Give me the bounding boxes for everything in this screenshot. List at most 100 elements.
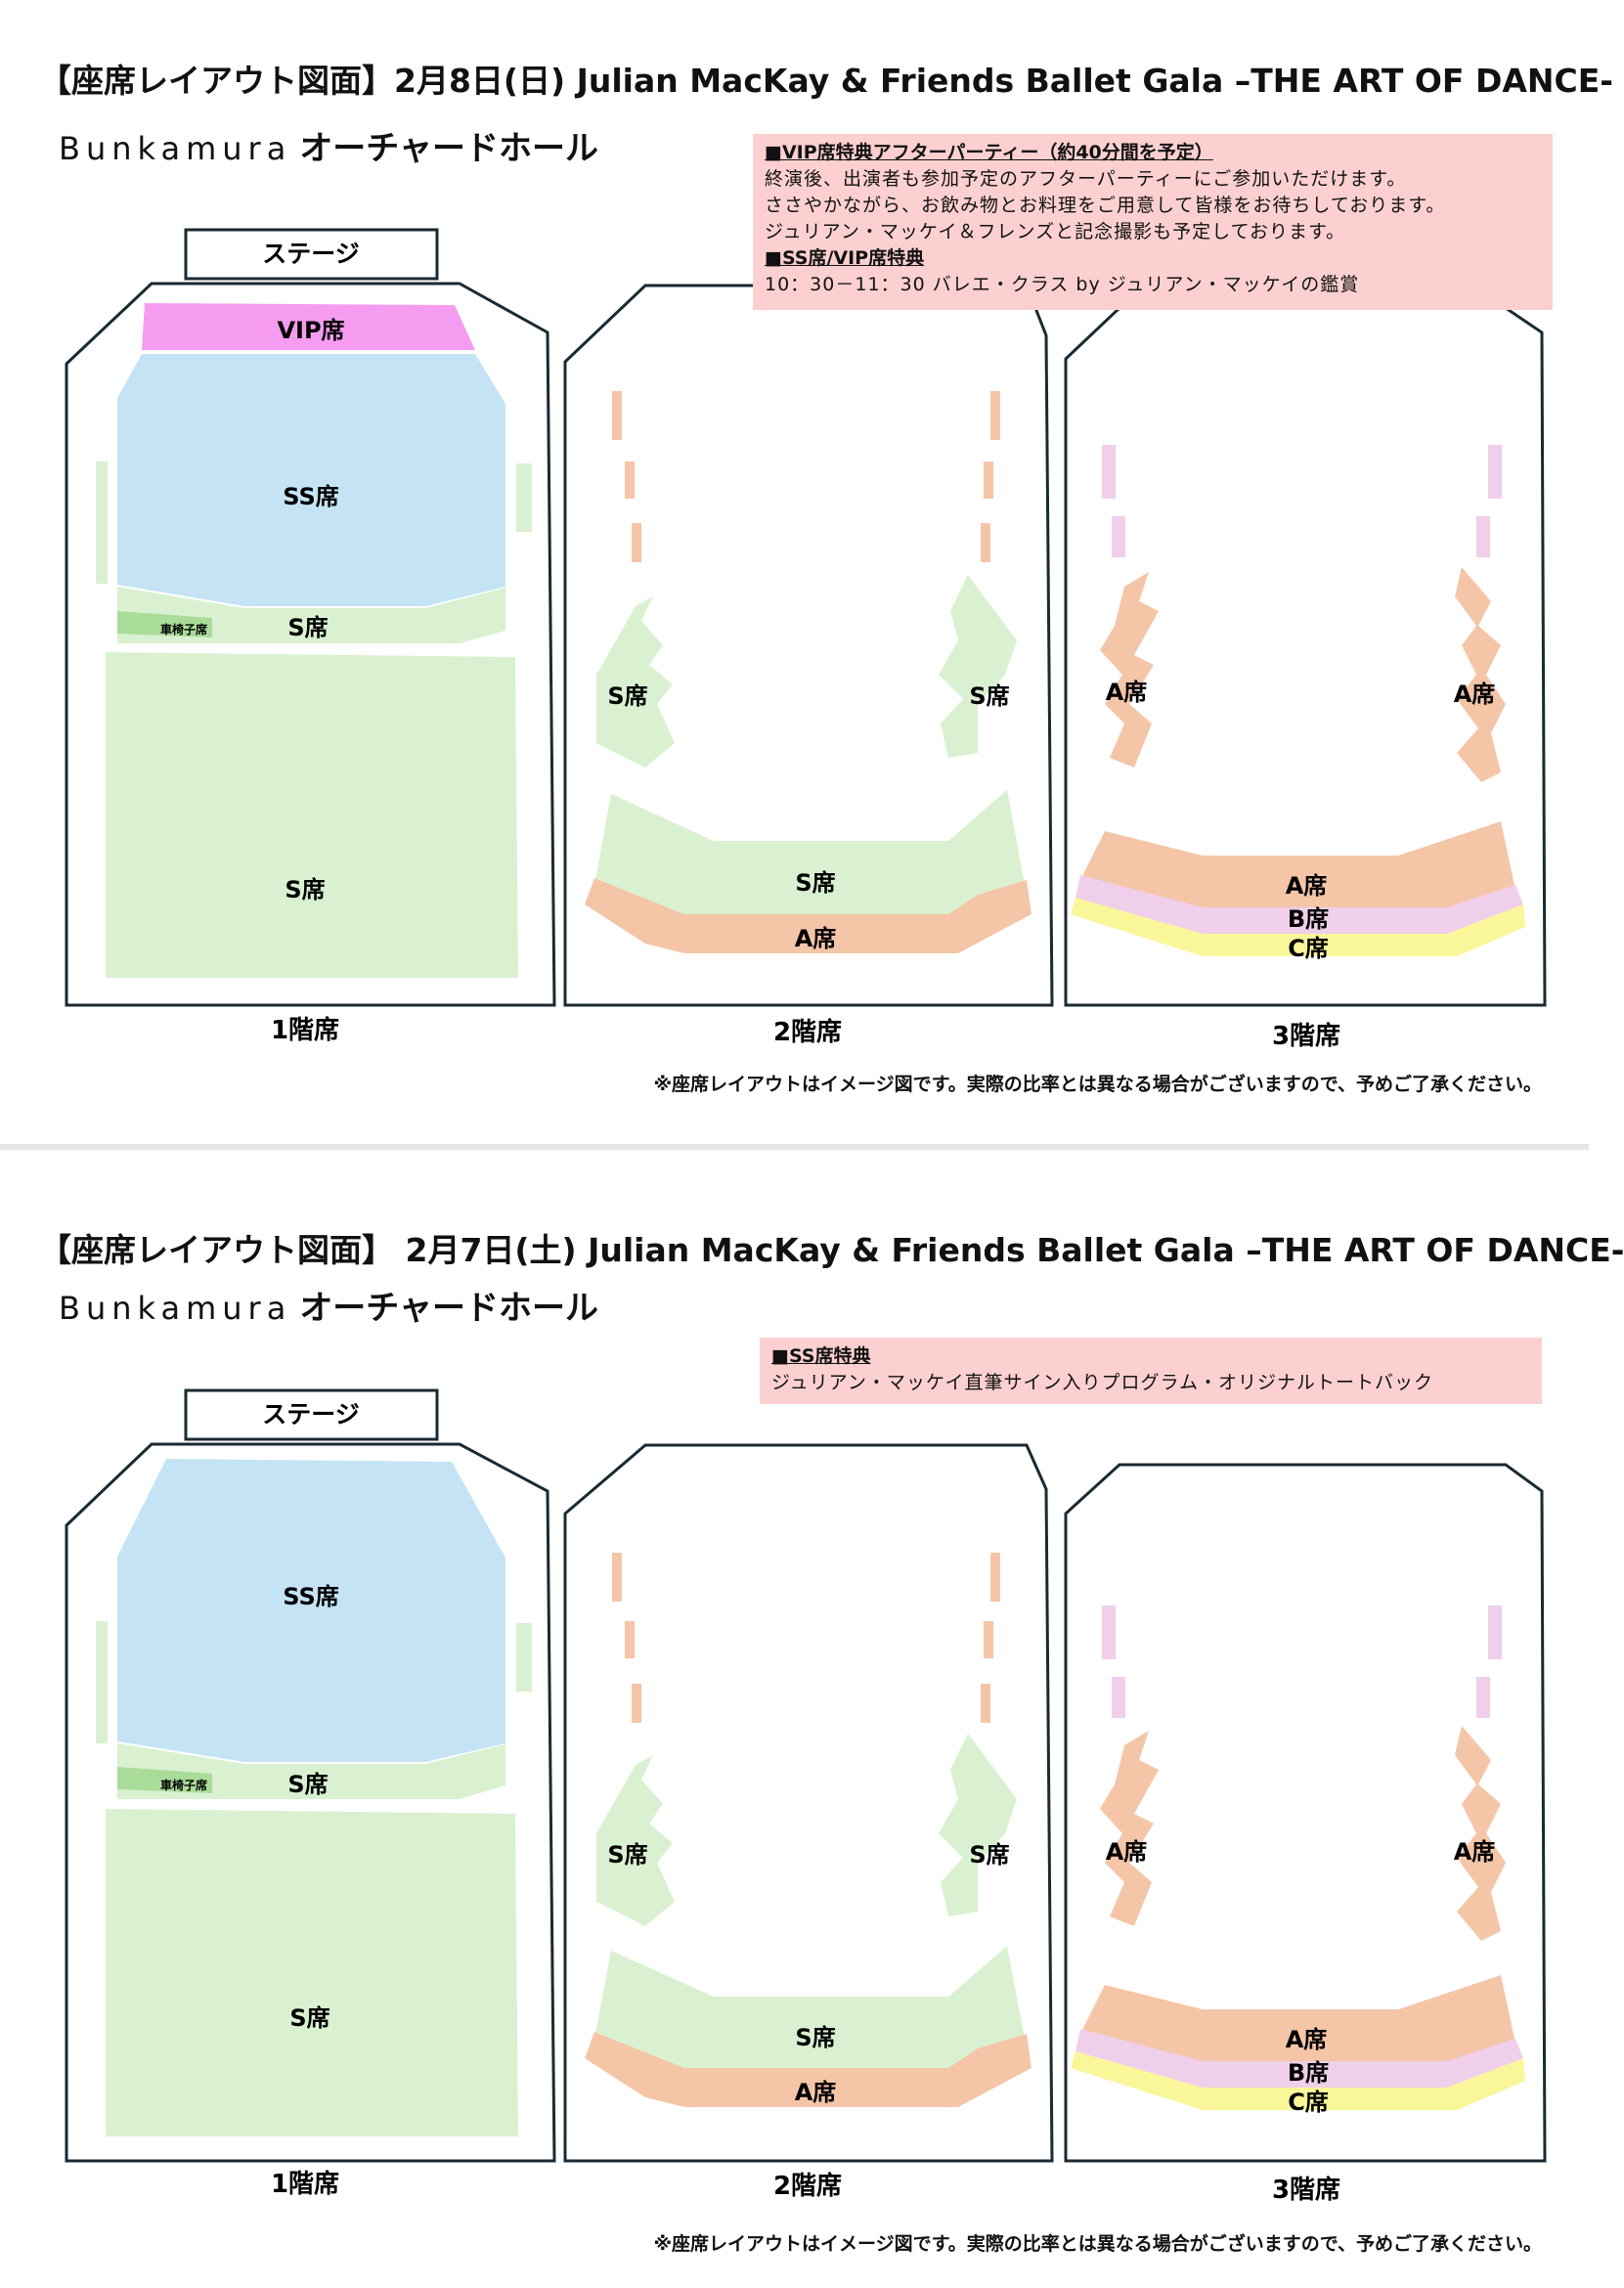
s-back-label: S席	[285, 876, 325, 903]
seating-panel-feb8: ステージ VIP席 SS席 S席 車椅子席 S席 1階席 S席 S席 S席 A席…	[0, 0, 1613, 1134]
s-right-label: S席	[969, 682, 1009, 710]
a-strip-right-2	[984, 1621, 993, 1658]
s-front-section	[117, 1743, 505, 1799]
s-side-left	[96, 1621, 108, 1743]
floor3-label: 3階席	[1272, 2175, 1340, 2205]
floor2-outline	[563, 1443, 1054, 2163]
a-strip-right-1	[990, 391, 1000, 440]
wheelchair-section	[117, 1767, 212, 1793]
a-center-section-3	[1080, 1975, 1515, 2063]
a-center-section	[585, 878, 1031, 953]
a-right-label: A席	[1454, 1838, 1496, 1866]
a-center-label: A席	[795, 2079, 837, 2106]
ss-section	[117, 354, 505, 606]
s-back-section	[106, 1809, 518, 2136]
a-center-label-3: A席	[1286, 2026, 1328, 2053]
s-left-wing	[596, 596, 675, 768]
b-strip-right-2	[1476, 1677, 1490, 1718]
a-strip-left-2	[625, 462, 635, 499]
c-center-section	[1071, 2051, 1525, 2110]
a-strip-left-3	[632, 523, 641, 562]
a-strip-right-1	[990, 1553, 1000, 1602]
s-left-label: S席	[607, 682, 647, 710]
info-line: ■SS席/VIP席特典	[765, 247, 925, 269]
s-side-right	[516, 463, 532, 532]
s-center-label: S席	[795, 869, 835, 897]
c-center-label: C席	[1288, 2089, 1329, 2116]
s-left-wing	[596, 1755, 675, 1926]
s-front-label: S席	[287, 614, 328, 641]
s-back-label: S席	[289, 2004, 329, 2032]
stage-label: ステージ	[262, 240, 360, 268]
a-strip-left-2	[625, 1621, 635, 1658]
seating-panel-feb7: ステージ SS席 S席 車椅子席 S席 1階席 S席 S席 S席 A席 2階席	[0, 1154, 1624, 2288]
a-strip-left-3	[632, 1684, 641, 1723]
venue-name-en: Bunkamura	[59, 1290, 292, 1327]
s-left-label: S席	[607, 1841, 647, 1869]
s-right-label: S席	[969, 1841, 1009, 1869]
b-center-label: B席	[1288, 905, 1329, 933]
panel-divider	[0, 1144, 1589, 1150]
b-strip-left-1	[1102, 1606, 1116, 1659]
a-left-label: A席	[1106, 1838, 1148, 1866]
a-left-label: A席	[1106, 679, 1148, 706]
venue-name-ja: オーチャードホール	[299, 1289, 598, 1328]
a-strip-left-1	[612, 391, 622, 440]
stage-label: ステージ	[262, 1400, 360, 1429]
disclaimer-note: ※座席レイアウトはイメージ図です。実際の比率とは異なる場合がございますので、予め…	[653, 1074, 1542, 1095]
vip-section	[142, 303, 475, 350]
a-center-section	[585, 2032, 1031, 2107]
a-strip-right-2	[984, 462, 993, 499]
s-front-section	[117, 587, 505, 643]
b-strip-right-2	[1476, 516, 1490, 557]
stage-box	[184, 228, 439, 281]
info-line: 10：30－11：30 バレエ・クラス by ジュリアン・マッケイの鑑賞	[765, 274, 1360, 295]
a-center-label: A席	[795, 925, 837, 952]
disclaimer-note: ※座席レイアウトはイメージ図です。実際の比率とは異なる場合がございますので、予め…	[653, 2233, 1542, 2255]
s-side-right	[516, 1623, 532, 1692]
ss-label: SS席	[283, 1583, 339, 1610]
ss-section	[117, 1459, 505, 1762]
floor3-label: 3階席	[1272, 1021, 1340, 1051]
info-line: ジュリアン・マッケイ＆フレンズと記念撮影も予定しております。	[765, 221, 1346, 242]
floor2-outline	[563, 284, 1054, 1007]
venue-name-en: Bunkamura	[59, 130, 292, 167]
a-right-wing	[1455, 1726, 1506, 1941]
s-back-section	[106, 652, 518, 978]
b-strip-left-2	[1112, 516, 1125, 557]
s-center-section	[594, 790, 1025, 919]
floor3-outline	[1064, 1463, 1547, 2163]
a-center-section-3	[1080, 821, 1515, 909]
wheelchair-section	[117, 611, 212, 638]
s-front-label: S席	[287, 1771, 328, 1798]
a-center-label-3: A席	[1286, 872, 1328, 900]
b-center-section	[1075, 2029, 1523, 2088]
info-line: 終演後、出演者も参加予定のアフターパーティーにご参加いただけます。	[765, 168, 1407, 190]
a-strip-right-3	[981, 1684, 990, 1723]
page-title: 【座席レイアウト図面】 2月7日(土) Julian MacKay & Frie…	[39, 1231, 1624, 1269]
floor2-label: 2階席	[773, 2171, 842, 2201]
b-strip-left-1	[1102, 445, 1116, 499]
a-strip-left-1	[612, 1553, 622, 1602]
vip-label: VIP席	[277, 317, 344, 344]
b-strip-left-2	[1112, 1677, 1125, 1718]
info-line: ■VIP席特典アフターパーティー（約40分間を予定）	[765, 142, 1213, 163]
s-center-label: S席	[795, 2024, 835, 2051]
a-right-wing	[1455, 567, 1506, 782]
a-right-label: A席	[1454, 681, 1496, 708]
floor1-label: 1階席	[271, 1015, 339, 1045]
wheelchair-label: 車椅子席	[160, 1778, 207, 1792]
b-center-section	[1075, 875, 1523, 934]
info-line: ジュリアン・マッケイ直筆サイン入りプログラム・オリジナルトートバック	[771, 1372, 1433, 1393]
wheelchair-label: 車椅子席	[160, 622, 207, 637]
stage-box	[184, 1388, 439, 1441]
venue-name-ja: オーチャードホール	[299, 129, 598, 168]
benefit-info-box: ■VIP席特典アフターパーティー（約40分間を予定） 終演後、出演者も参加予定の…	[753, 134, 1553, 310]
page-title: 【座席レイアウト図面】2月8日(日) Julian MacKay & Frien…	[39, 62, 1613, 100]
seating-map: ステージ VIP席 SS席 S席 車椅子席 S席 1階席 S席 S席 S席 A席…	[65, 228, 1547, 1051]
s-right-wing	[939, 575, 1017, 758]
info-line: ■SS席特典	[771, 1345, 871, 1367]
info-line: ささやかながら、お飲み物とお料理をご用意して皆様をお待ちしております。	[765, 195, 1446, 216]
